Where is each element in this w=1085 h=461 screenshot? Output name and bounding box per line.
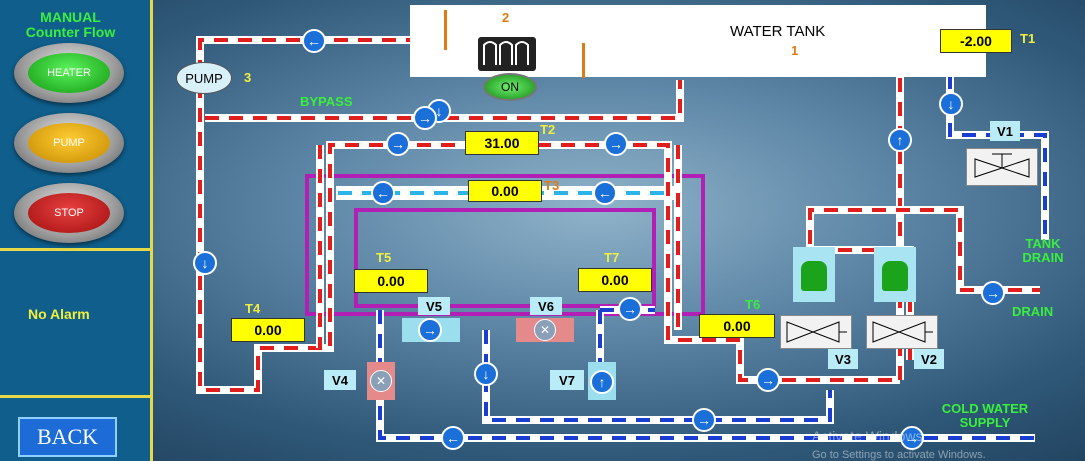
v3-label: V3 [828, 349, 858, 369]
cold-water-supply-label: COLD WATER SUPPLY [941, 401, 1029, 430]
arrow-down-icon: ↓ [474, 362, 498, 386]
t5-label: T5 [376, 250, 392, 265]
v2-actuator-icon [874, 247, 916, 302]
bypass-bg [205, 80, 684, 122]
arrow-right-icon: → [900, 426, 924, 450]
t4-value: 0.00 [231, 318, 305, 342]
arrow-right-icon: → [981, 281, 1005, 305]
v1-valve[interactable] [966, 148, 1038, 186]
tank-drain-label: TANK DRAIN [1022, 236, 1064, 265]
arrow-down-icon: ↓ [939, 92, 963, 116]
hot-parallel [318, 145, 680, 348]
t7-label: T7 [604, 250, 620, 265]
pump-icon[interactable]: PUMP [176, 62, 232, 94]
t3-value: 0.00 [468, 180, 542, 202]
mode-subtitle: Counter Flow [25, 24, 116, 40]
t2-label: T2 [540, 122, 556, 137]
heat-exchanger-outer [305, 174, 705, 316]
tank-title: WATER TANK [730, 23, 826, 40]
t4-label: T4 [245, 301, 261, 316]
arrow-right-icon: → [756, 368, 780, 392]
v2-label: V2 [914, 349, 944, 369]
t2-value: 31.00 [465, 131, 539, 155]
drain-label: DRAIN [1012, 304, 1054, 319]
v6-label: V6 [530, 297, 562, 315]
valve-closed-icon: ✕ [370, 370, 392, 392]
arrow-left-icon: ← [371, 181, 395, 205]
t3-label: T3 [544, 178, 560, 193]
t1-label: T1 [1020, 31, 1036, 46]
v7-label: V7 [550, 370, 584, 390]
heater-element-1 [444, 10, 447, 50]
arrow-down-icon: ↓ [193, 251, 217, 275]
arrow-right-icon: → [604, 132, 628, 156]
tank-number: 1 [791, 43, 799, 58]
t5-value: 0.00 [354, 269, 428, 293]
hot-loop [198, 38, 900, 392]
back-button[interactable]: BACK [18, 417, 117, 457]
heater-coil-icon [478, 37, 536, 71]
v4-label: V4 [324, 370, 356, 390]
water-tank: 2 WATER TANK 1 [410, 5, 986, 78]
bypass-label: BYPASS [300, 94, 353, 109]
v2-valve[interactable] [866, 315, 938, 349]
v6-valve[interactable]: ✕ [516, 318, 574, 342]
pump-button[interactable]: PUMP [14, 113, 124, 173]
stop-button[interactable]: STOP [14, 183, 124, 243]
pump-button-label: PUMP [28, 123, 110, 163]
v1-label: V1 [990, 121, 1020, 141]
v5-label: V5 [418, 297, 450, 315]
arrow-right-icon: → [692, 408, 716, 432]
v3-actuator-icon [793, 247, 835, 302]
heater-on-indicator: ON [483, 73, 537, 101]
arrow-right-icon: → [418, 318, 442, 342]
arrow-right-icon: → [618, 297, 642, 321]
mode-title: MANUAL [40, 9, 101, 25]
t1-value: -2.00 [940, 29, 1012, 53]
alarm-status: No Alarm [28, 306, 90, 322]
arrow-up-icon: ↑ [590, 370, 614, 394]
cold-supply [378, 310, 1035, 440]
panel-divider-1 [0, 248, 152, 251]
heater-number: 2 [502, 10, 510, 25]
heater-element-2 [582, 43, 585, 78]
heater-button[interactable]: HEATER [14, 43, 124, 103]
pump-number: 3 [244, 70, 252, 85]
heat-exchanger-inner [354, 208, 656, 308]
panel-divider-2 [0, 395, 152, 398]
arrow-left-icon: ← [593, 181, 617, 205]
watermark-line1: Activate Windows [812, 428, 923, 444]
heater-button-label: HEATER [28, 53, 110, 93]
arrow-up-icon: ↑ [888, 128, 912, 152]
watermark-line2: Go to Settings to activate Windows. [812, 449, 986, 461]
panel-divider [150, 0, 153, 461]
stop-button-label: STOP [28, 193, 110, 233]
t6-value: 0.00 [699, 314, 775, 338]
v4-valve[interactable]: ✕ [367, 362, 395, 400]
arrow-right-icon: → [386, 132, 410, 156]
arrow-left-icon: ← [441, 426, 465, 450]
t6-label: T6 [745, 297, 761, 312]
arrow-right-icon: → [413, 106, 437, 130]
valve-closed-icon: ✕ [534, 319, 556, 341]
arrow-left-icon: ← [302, 29, 326, 53]
t7-value: 0.00 [578, 268, 652, 292]
v3-valve[interactable] [780, 315, 852, 349]
